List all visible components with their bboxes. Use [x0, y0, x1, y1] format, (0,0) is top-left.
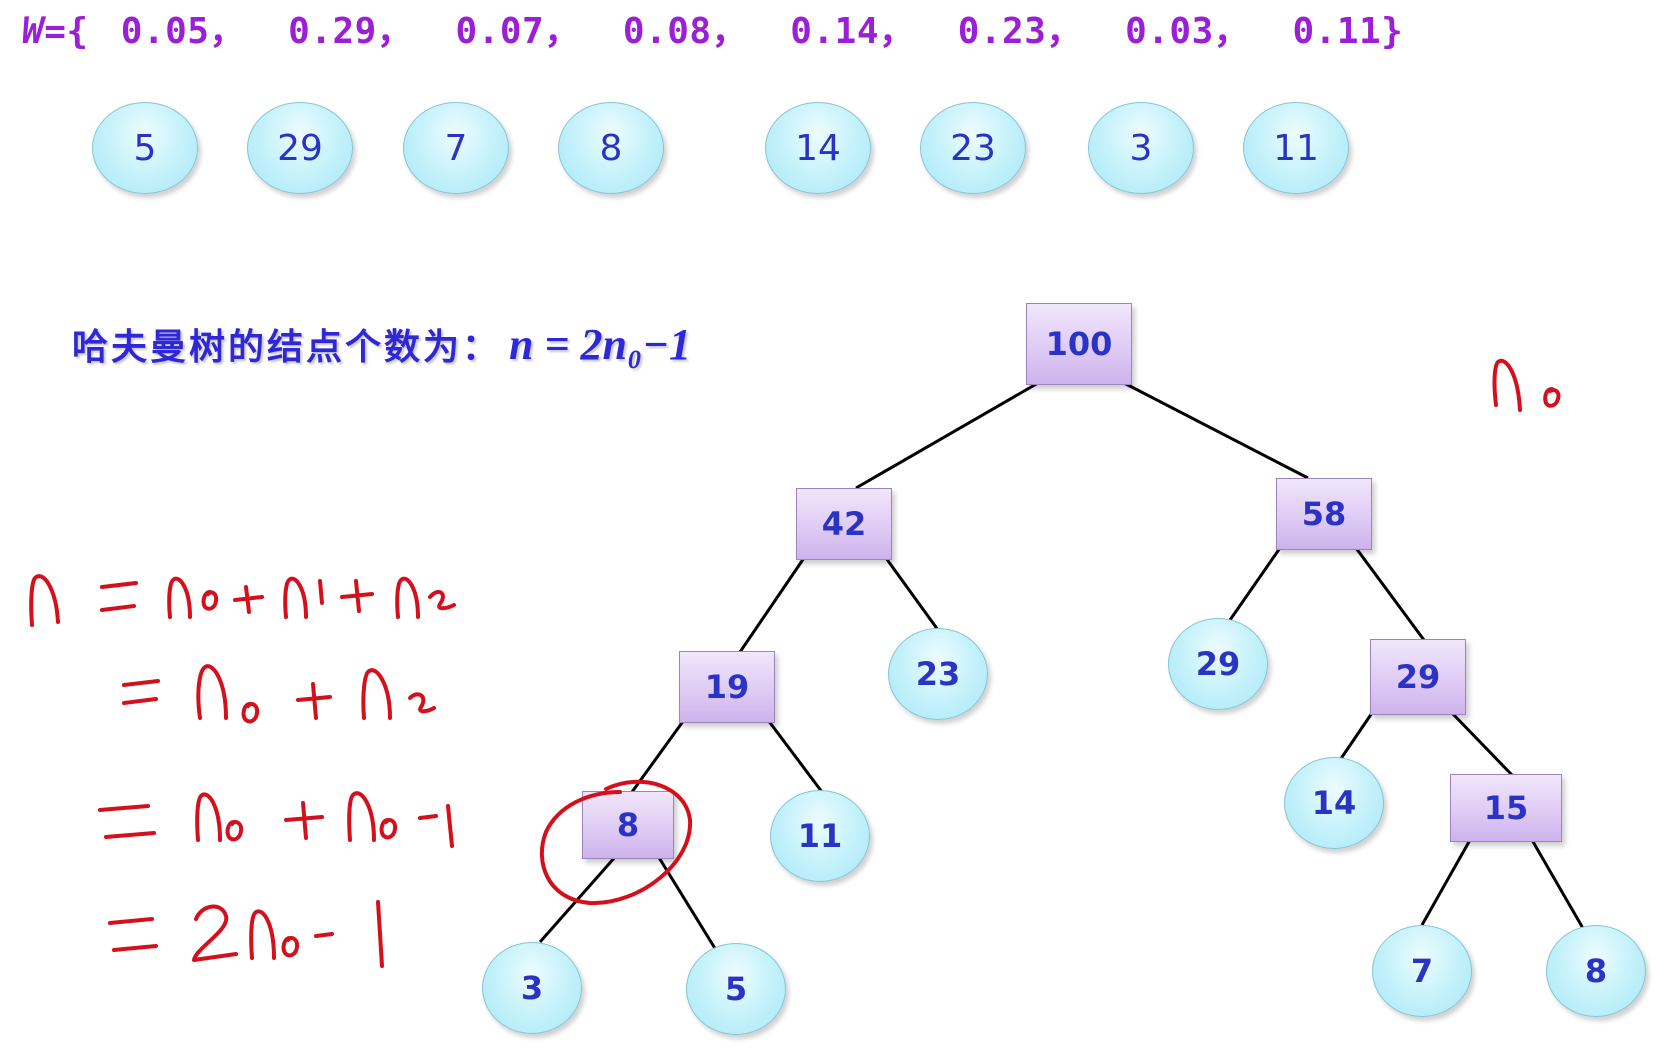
weight-value: 0.11	[1292, 11, 1382, 52]
weight-close-brace: }	[1381, 11, 1404, 52]
leaf-node-8: 8	[558, 102, 664, 194]
weight-value: 0.03，	[1125, 11, 1251, 52]
tree-leaf-23: 23	[888, 628, 988, 720]
tree-node-19: 19	[679, 651, 775, 723]
leaf-node-29: 29	[247, 102, 353, 194]
ink-n0-topright	[1492, 358, 1522, 412]
leaf-node-14: 14	[765, 102, 871, 194]
tree-edge	[738, 557, 806, 653]
tree-edge	[1420, 839, 1472, 926]
ink-line4	[108, 900, 384, 968]
leaf-node-7: 7	[403, 102, 509, 194]
tree-edge	[538, 855, 618, 943]
tree-node-58: 58	[1276, 478, 1372, 550]
tree-edge	[766, 719, 824, 793]
formula-expression: n = 2n₀−1	[509, 320, 692, 369]
tree-leaf-29: 29	[1168, 618, 1268, 710]
weight-var: W	[22, 11, 45, 52]
weight-value: 0.05，	[120, 11, 246, 52]
weight-value: 0.08，	[622, 11, 749, 52]
tree-edge	[1123, 381, 1309, 480]
tree-edge	[1450, 711, 1514, 777]
node-count-formula: 哈夫曼树的结点个数为： n = 2n₀−1	[72, 318, 691, 378]
tree-edge	[1228, 547, 1282, 621]
tree-node-15: 15	[1450, 774, 1562, 842]
tree-edge	[1354, 547, 1426, 641]
ink-line3	[98, 791, 454, 848]
leaf-node-11: 11	[1243, 102, 1349, 194]
leaf-node-3: 3	[1088, 102, 1194, 194]
tree-node-29: 29	[1370, 639, 1466, 715]
weight-value: 0.14，	[790, 11, 916, 52]
leaf-node-5: 5	[92, 102, 198, 194]
tree-edge	[855, 381, 1039, 490]
ink-circle-around-8	[540, 779, 693, 906]
tree-edge	[884, 557, 940, 631]
ink-n0-topright-sub	[1543, 387, 1561, 408]
tree-leaf-7: 7	[1372, 925, 1472, 1017]
tree-leaf-5: 5	[686, 943, 786, 1035]
tree-edge	[1338, 712, 1374, 761]
weight-value: 0.23，	[957, 11, 1083, 52]
leaf-node-23: 23	[920, 102, 1026, 194]
weight-set: W={ 0.05， 0.29， 0.07， 0.08， 0.14， 0.23， …	[22, 2, 1403, 52]
tree-leaf-3: 3	[482, 942, 582, 1034]
tree-leaf-11: 11	[770, 790, 870, 882]
ink-line1	[29, 574, 456, 627]
tree-leaf-8: 8	[1546, 925, 1646, 1017]
tree-node-8: 8	[582, 791, 674, 859]
tree-edge	[1530, 839, 1586, 931]
weight-open-brace: ={	[44, 11, 89, 52]
weight-value: 0.07，	[455, 11, 581, 52]
weight-value: 0.29，	[288, 11, 414, 52]
tree-leaf-14: 14	[1284, 757, 1384, 849]
tree-node-42: 42	[796, 488, 892, 560]
ink-line2	[122, 664, 436, 724]
tree-node-100: 100	[1026, 303, 1132, 385]
formula-label: 哈夫曼树的结点个数为：	[72, 327, 502, 368]
